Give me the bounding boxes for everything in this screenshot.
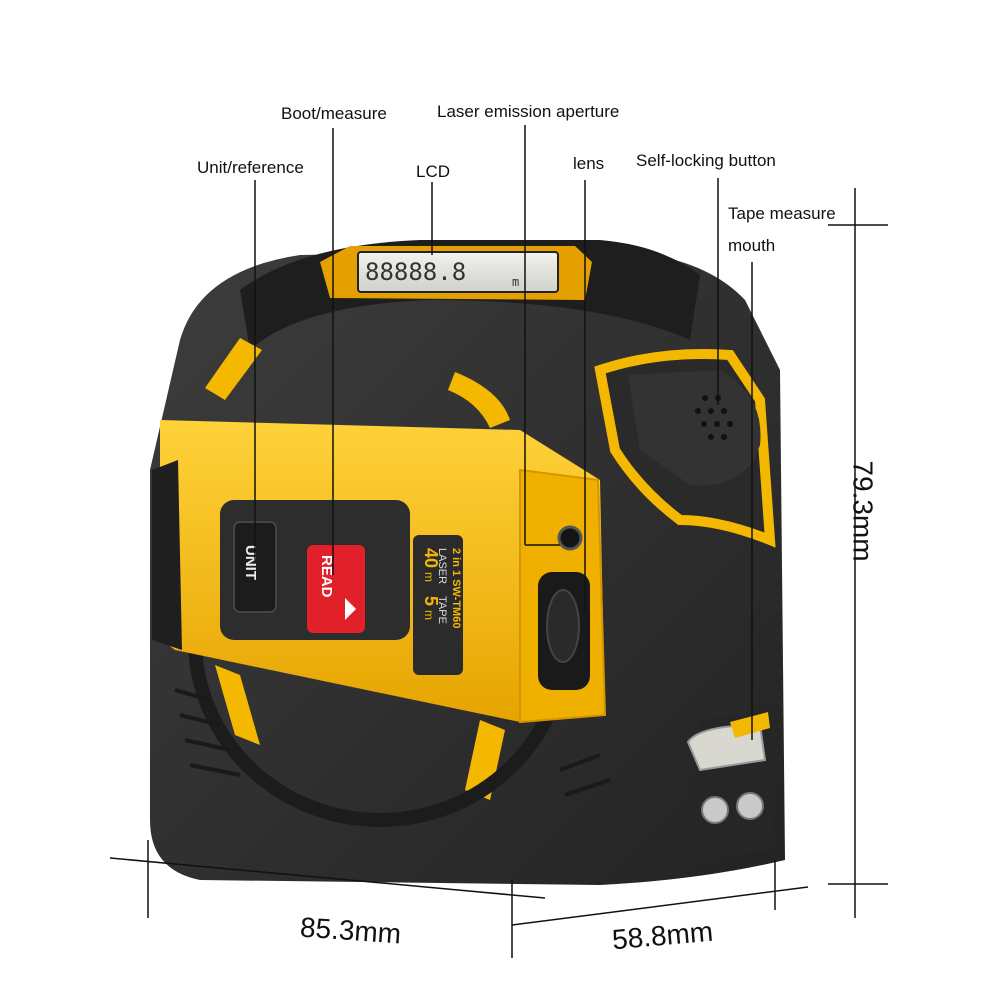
tape-blade	[730, 712, 770, 738]
dimension-lines	[109, 188, 888, 958]
grip-lines	[174, 688, 611, 797]
laser-aperture	[557, 525, 583, 551]
leader-lines	[254, 125, 753, 740]
accent-stripe	[215, 665, 260, 745]
spec-laser-unit: m	[422, 572, 436, 582]
spec-laser-word: LASER	[436, 548, 448, 584]
dimension-height: 79.3mm	[847, 460, 879, 562]
lcd-readout: 88888.8	[365, 258, 466, 286]
dim-width-line	[109, 857, 546, 899]
dim-depth-line	[511, 886, 809, 926]
lens-glass	[546, 589, 580, 663]
label-unit-reference: Unit/reference	[197, 158, 304, 177]
self-locking-button-shape	[628, 370, 761, 486]
read-button-label: READ	[318, 555, 335, 598]
spec-tape-range: 5	[421, 596, 441, 606]
accent-stripe	[448, 372, 510, 428]
hook-rivet	[736, 792, 764, 820]
spec-tape-word: TAPE	[436, 596, 448, 624]
read-button-arrow	[345, 598, 356, 620]
spec-tape-unit: m	[422, 610, 436, 620]
spec-model: 2 in 1 SW-TM60	[450, 548, 462, 628]
label-tape-mouth-2: mouth	[728, 236, 776, 255]
label-boot-measure: Boot/measure	[281, 104, 387, 123]
label-laser-aperture: Laser emission aperture	[437, 102, 620, 121]
spec-text: 40 m 5 m LASER TAPE 2 in 1 SW-TM60	[421, 548, 462, 628]
side-grip	[152, 460, 182, 650]
unit-button-label: UNIT	[242, 545, 259, 580]
lcd-screen	[357, 251, 559, 293]
spec-panel	[413, 535, 463, 675]
label-lcd: LCD	[416, 162, 451, 181]
accent-stripe	[465, 720, 505, 800]
tape-hook	[686, 723, 767, 772]
label-self-locking: Self-locking button	[636, 151, 776, 170]
read-button	[307, 545, 365, 633]
spec-laser-range: 40	[421, 548, 441, 568]
hook-rivet	[701, 796, 729, 824]
accent-stripe	[205, 338, 262, 400]
lcd-unit: m	[512, 275, 519, 289]
label-tape-mouth-1: Tape measure	[728, 204, 836, 223]
label-lens: lens	[573, 154, 605, 173]
